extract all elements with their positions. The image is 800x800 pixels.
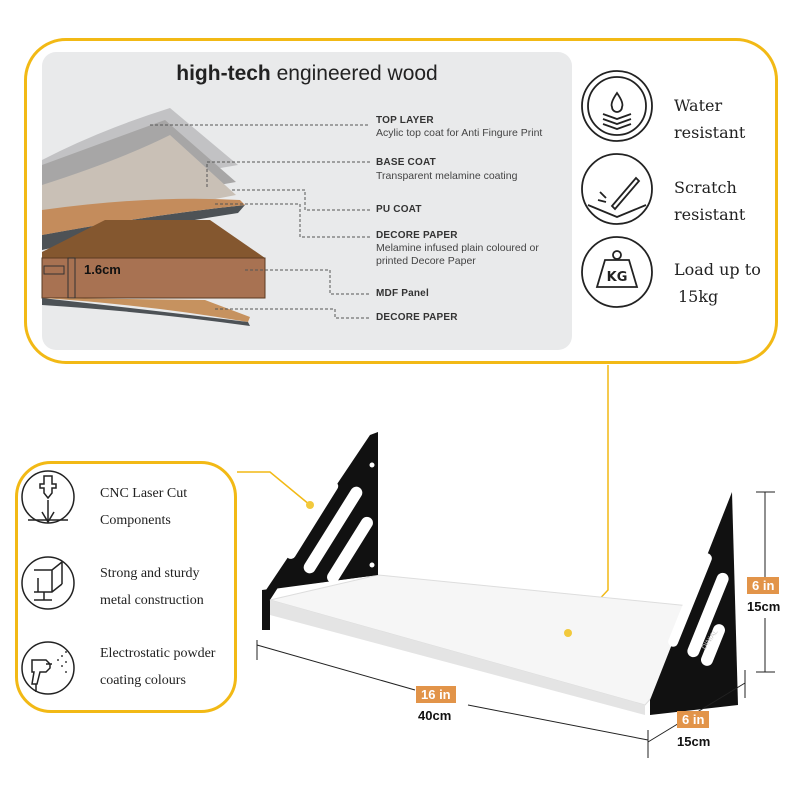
depth-in-tag: 6 in xyxy=(677,711,710,728)
connector-line xyxy=(567,365,609,634)
scratch-knife-icon xyxy=(581,153,653,225)
wood-layers-diagram xyxy=(41,108,266,326)
leader-lines xyxy=(150,124,370,319)
title-rest: engineered wood xyxy=(270,62,438,85)
bracket-feature-coating: Electrostatic powder coating colours xyxy=(100,640,215,694)
dimension-lines xyxy=(256,491,775,758)
feature-line: CNC Laser Cut xyxy=(100,486,188,501)
feature-line: Strong and sturdy xyxy=(100,566,200,581)
svg-text:KG: KG xyxy=(607,270,628,285)
kg-weight-icon xyxy=(581,236,653,308)
layer-desc: Melamine infused plain coloured or xyxy=(376,242,539,254)
layer-name: MDF Panel xyxy=(376,288,429,299)
width-in-tag: 16 in xyxy=(416,686,456,703)
shelf-product: DINIAL xyxy=(262,432,738,715)
panel-title: high-tech engineered wood xyxy=(42,62,572,86)
feature-line: Components xyxy=(100,513,171,528)
feature-line: Load up to xyxy=(674,260,761,279)
water-drop-layers-icon xyxy=(581,70,653,142)
height-cm-label: 15cm xyxy=(747,599,781,614)
width-cm-label: 40cm xyxy=(418,708,452,723)
feature-line: Electrostatic powder xyxy=(100,646,216,661)
depth-cm-label: 15cm xyxy=(677,734,711,749)
layer-desc: Acylic top coat for Anti Fingure Print xyxy=(376,127,543,139)
layer-desc: printed Decore Paper xyxy=(376,255,476,267)
bracket-feature-metal: Strong and sturdy metal construction xyxy=(100,560,204,614)
feature-line: resistant xyxy=(674,205,746,224)
feature-water: Water resistant xyxy=(674,92,745,146)
title-bold: high-tech xyxy=(176,62,271,85)
layer-name: DECORE PAPER xyxy=(376,230,458,241)
connector-line xyxy=(237,471,311,506)
feature-scratch: Scratch resistant xyxy=(674,174,745,228)
feature-line: metal construction xyxy=(100,593,204,608)
feature-line: resistant xyxy=(674,123,746,142)
layer-name: TOP LAYER xyxy=(376,115,434,126)
feature-load: Load up to 15kg xyxy=(674,256,761,310)
wood-info-frame xyxy=(24,38,778,364)
thickness-label: 1.6cm xyxy=(84,262,121,277)
feature-line: Water xyxy=(674,96,723,115)
feature-line: Scratch xyxy=(674,178,737,197)
layer-desc: Transparent melamine coating xyxy=(376,170,518,182)
height-in-tag: 6 in xyxy=(747,577,780,594)
steel-beam-icon xyxy=(21,556,75,610)
feature-line: 15kg xyxy=(678,287,719,306)
layer-name: DECORE PAPER xyxy=(376,312,458,323)
bracket-features-frame xyxy=(15,461,237,713)
layer-name: BASE COAT xyxy=(376,157,436,168)
layer-name: PU COAT xyxy=(376,204,422,215)
feature-line: coating colours xyxy=(100,673,186,688)
